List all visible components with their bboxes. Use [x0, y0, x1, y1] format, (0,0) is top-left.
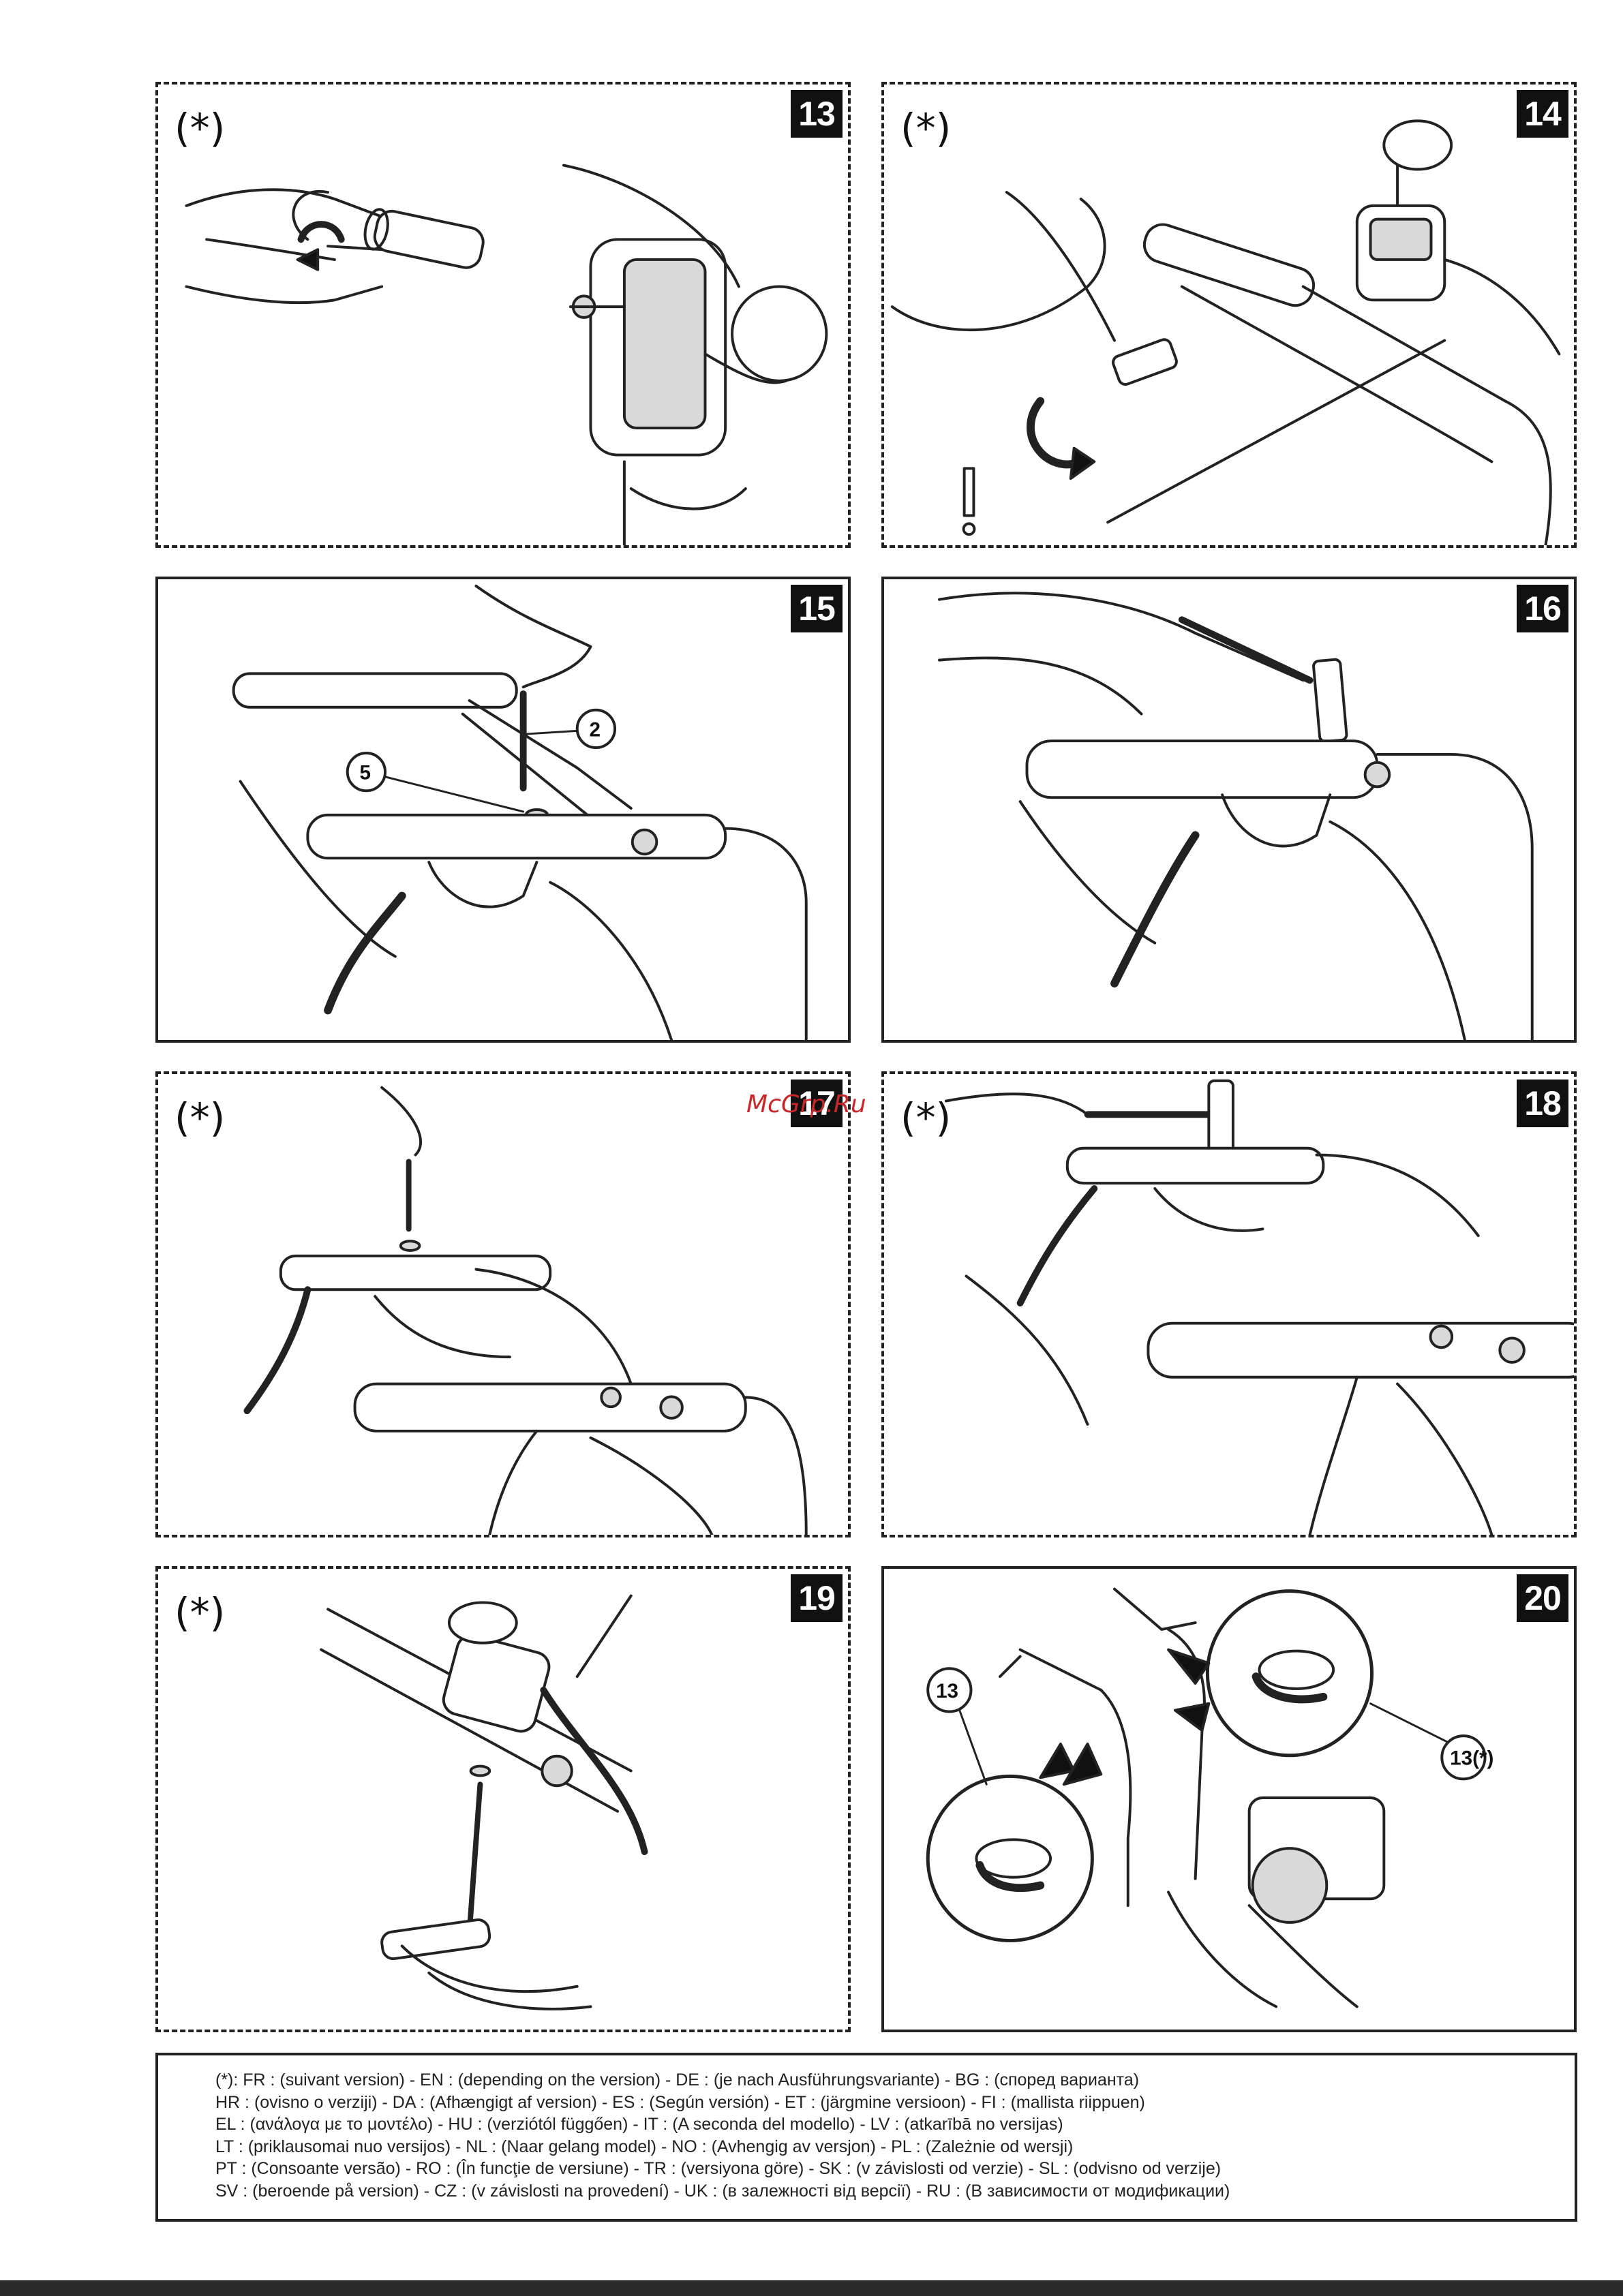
bottom-rule [0, 2280, 1623, 2296]
watermark: McGrp.Ru [746, 1090, 866, 1118]
callout-13: 13 [936, 1680, 958, 1702]
panel-17: (*) 17 [155, 1071, 851, 1537]
panel-13: (*) 13 [155, 82, 851, 548]
illustration-cable-ties: 13 13(*) [926, 1587, 1493, 2008]
panel-number: 18 [1517, 1080, 1568, 1127]
panel-number: 13 [791, 90, 843, 138]
panel-14: (*) 14 [881, 82, 1577, 548]
legend-line: (*): FR : (suivant version) - EN : (depe… [215, 2070, 1140, 2090]
optional-version-note: (*) [175, 1095, 226, 1141]
callout-5: 5 [359, 762, 370, 784]
optional-version-note: (*) [900, 1095, 952, 1141]
illustration-tighten-handle-t-wrench [890, 119, 1561, 545]
callout-2: 2 [590, 718, 601, 741]
illustration-insert-bolt-washer: 2 5 [232, 584, 808, 1040]
panel-number: 20 [1517, 1574, 1568, 1622]
panel-number: 15 [791, 585, 843, 632]
optional-version-note: (*) [900, 105, 952, 151]
panel-number: 14 [1517, 90, 1568, 138]
panel-number: 17 [791, 1080, 843, 1127]
callout-13-optional: 13(*) [1450, 1747, 1493, 1770]
illustration-install-control-lever [320, 1594, 648, 2010]
legend-line: EL : (ανάλογα με το μοντέλο) - HU : (ver… [215, 2115, 1063, 2134]
legend-line: SV : (beroende på version) - CZ : (v záv… [215, 2181, 1230, 2201]
legend-line: LT : (priklausomai nuo versijos) - NL : … [215, 2137, 1074, 2156]
optional-version-note: (*) [175, 1589, 226, 1636]
panel-number: 16 [1517, 585, 1568, 632]
legend-line: HR : (ovisno o verziji) - DA : (Afhængig… [215, 2092, 1145, 2112]
illustration-loosen-bolt-box-wrench [185, 164, 828, 545]
panel-number: 19 [791, 1574, 843, 1622]
legend-line: PT : (Consoante versão) - RO : (În funcţ… [215, 2159, 1222, 2178]
illustration-tighten-second-bolt [944, 1079, 1574, 1535]
version-legend: (*): FR : (suivant version) - EN : (depe… [155, 2053, 1577, 2222]
panel-16: 16 [881, 577, 1577, 1043]
illustration-tighten-bolt-t-wrench [938, 592, 1534, 1040]
panel-18: (*) 18 [881, 1071, 1577, 1537]
panel-15: 15 2 5 [155, 577, 851, 1043]
panel-19: (*) 19 [155, 1566, 851, 2032]
optional-version-note: (*) [175, 105, 226, 151]
illustration-insert-second-bolt [243, 1086, 808, 1535]
panel-20: 20 13 13(*) [881, 1566, 1577, 2032]
